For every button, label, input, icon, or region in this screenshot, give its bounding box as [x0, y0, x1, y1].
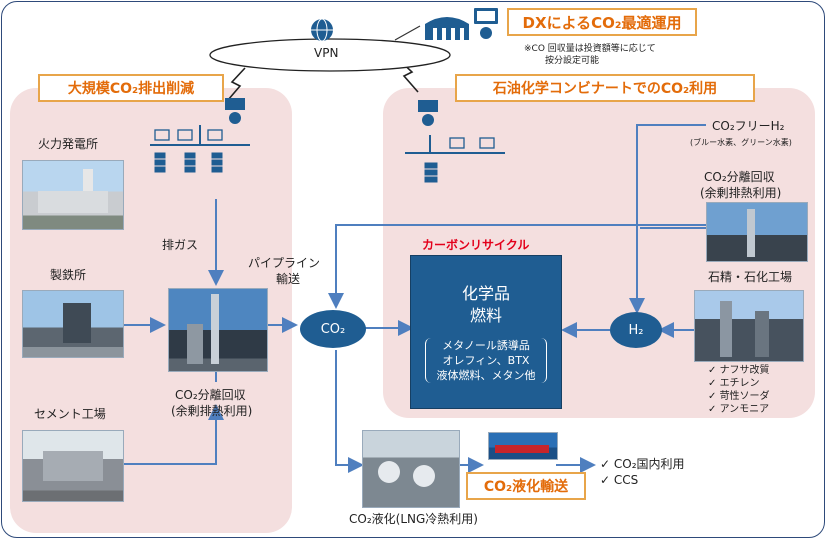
refinery-item: ✓ 苛性ソーダ [708, 391, 770, 402]
product-item: メタノール誘導品 [442, 339, 530, 352]
left-title: 大規模CO₂排出削減 [38, 74, 224, 102]
source-label-cement: セメント工場 [34, 407, 106, 421]
dx-note-line1: ※CO 回収量は投資額等に応じて [524, 44, 656, 54]
destinations: ✓ CO₂国内利用 ✓ CCS [600, 456, 685, 488]
products-title-1: 化学品 [461, 284, 510, 303]
ship-image [488, 432, 558, 460]
exhaust-label: 排ガス [162, 238, 199, 252]
h2-node: H₂ [610, 312, 662, 348]
products-box: 化学品 燃料 メタノール誘導品 オレフィン、BTX 液体燃料、メタン他 [410, 255, 562, 409]
source-label-steel: 製鉄所 [50, 268, 87, 282]
co2-free-h2-sub: (ブルー水素、グリーン水素) [690, 138, 792, 147]
right-capture-label-2: (余剰排熱利用) [700, 186, 782, 200]
liquefaction-label: CO₂液化(LNG冷熱利用) [349, 512, 478, 526]
refinery-image [694, 290, 804, 362]
liquefaction-image [362, 430, 460, 508]
products-list: メタノール誘導品 オレフィン、BTX 液体燃料、メタン他 [425, 338, 547, 383]
dx-note-line2: 按分設定可能 [545, 56, 600, 66]
right-capture-label-1: CO₂分離回収 [704, 170, 775, 184]
steel-mill-image [22, 290, 124, 358]
refinery-products: ✓ ナフサ改質 ✓ エチレン ✓ 苛性ソーダ ✓ アンモニア [708, 364, 770, 416]
right-title: 石油化学コンビナートでのCO₂利用 [455, 74, 755, 102]
refinery-label: 石精・石化工場 [708, 270, 793, 284]
left-capture-label-2: (余剰排熱利用) [171, 404, 253, 418]
pipeline-label-2: 輸送 [276, 272, 301, 286]
co2-node: CO₂ [300, 310, 366, 348]
destination-item: ✓ CO₂国内利用 [600, 457, 685, 471]
products-title-2: 燃料 [469, 306, 502, 325]
cement-plant-image [22, 430, 124, 502]
carbon-recycle-label: カーボンリサイクル [422, 238, 530, 252]
vpn-label: VPN [314, 46, 339, 60]
refinery-item: ✓ アンモニア [708, 404, 770, 415]
power-plant-image [22, 160, 124, 230]
dx-title: DXによるCO₂最適運用 [507, 8, 697, 36]
destination-item: ✓ CCS [600, 473, 639, 487]
source-label-power: 火力発電所 [38, 137, 99, 151]
pipeline-label-1: パイプライン [248, 256, 321, 270]
left-capture-plant-image [168, 288, 268, 372]
right-capture-plant-image [706, 202, 808, 262]
product-item: 液体燃料、メタン他 [436, 369, 536, 382]
refinery-item: ✓ エチレン [708, 378, 760, 389]
product-item: オレフィン、BTX [442, 354, 530, 367]
liquefaction-transport-label: CO₂液化輸送 [466, 472, 586, 500]
left-capture-label-1: CO₂分離回収 [175, 388, 246, 402]
co2-free-h2-label: CO₂フリーH₂ [712, 119, 785, 133]
refinery-item: ✓ ナフサ改質 [708, 365, 770, 376]
